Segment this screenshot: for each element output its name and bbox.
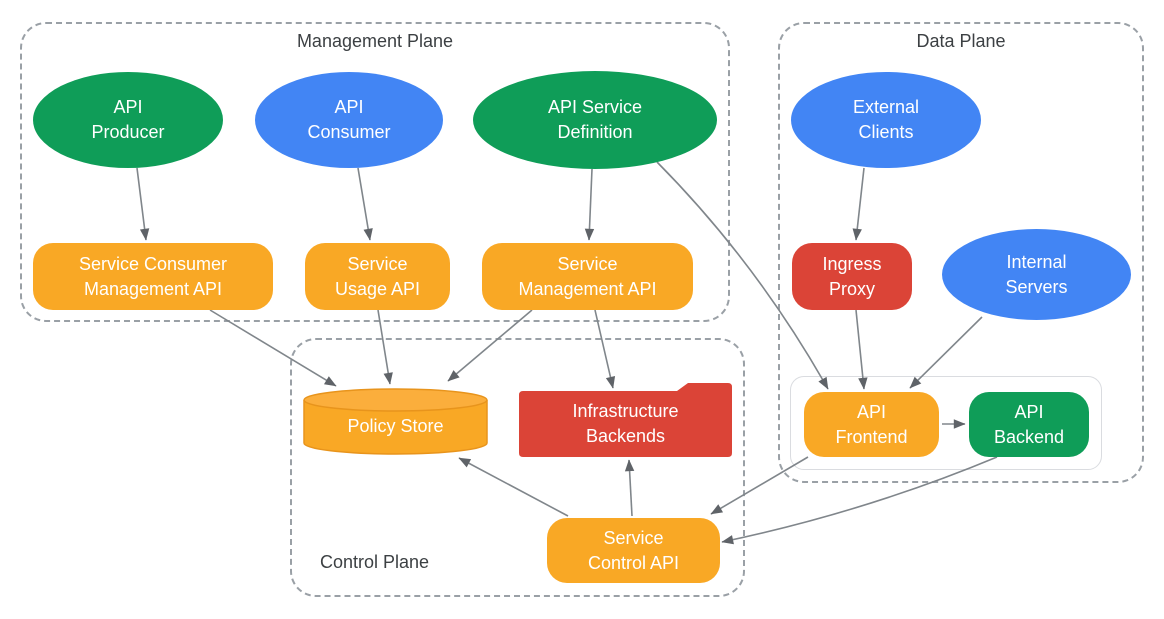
policy-store-label: Policy Store bbox=[347, 415, 444, 436]
scma-label-line1: Service Consumer bbox=[78, 253, 228, 274]
infrastructure-backends-node: Infrastructure Backends bbox=[519, 383, 732, 457]
service-management-api-label-line1: Service bbox=[557, 253, 618, 274]
service-usage-api-label-line1: Service bbox=[347, 253, 408, 274]
service-management-api-label-line2: Management API bbox=[518, 278, 657, 299]
external-clients-node: External Clients bbox=[791, 72, 981, 168]
service-usage-api-node: Service Usage API bbox=[305, 243, 450, 310]
scma-label-line2: Management API bbox=[83, 278, 223, 299]
api-frontend-node: API Frontend bbox=[804, 392, 939, 457]
internal-servers-label-line2: Servers bbox=[1005, 276, 1068, 297]
control-plane-title: Control Plane bbox=[320, 552, 430, 572]
infrastructure-backends-label-line1: Infrastructure bbox=[572, 400, 679, 421]
api-producer-label-line2: Producer bbox=[91, 122, 165, 142]
api-backend-label-line1: API bbox=[1014, 401, 1044, 422]
cylinder-shape bbox=[303, 388, 488, 455]
service-control-api-node: Service Control API bbox=[547, 518, 720, 583]
external-clients-label-line2: Clients bbox=[858, 122, 914, 142]
api-consumer-node: API Consumer bbox=[255, 72, 443, 168]
data-plane-title: Data Plane bbox=[916, 31, 1006, 51]
service-control-api-label-line2: Control API bbox=[587, 552, 680, 573]
infrastructure-backends-label-line2: Backends bbox=[585, 425, 666, 446]
api-consumer-label-line1: API bbox=[334, 97, 364, 117]
api-service-definition-label-line2: Definition bbox=[557, 122, 633, 142]
service-consumer-management-api-node: Service Consumer Management API bbox=[33, 243, 273, 310]
ingress-proxy-label-line2: Proxy bbox=[828, 278, 875, 299]
ingress-proxy-node: Ingress Proxy bbox=[792, 243, 912, 310]
service-management-api-node: Service Management API bbox=[482, 243, 693, 310]
internal-servers-node: Internal Servers bbox=[942, 229, 1131, 320]
api-frontend-label-line1: API bbox=[856, 401, 886, 422]
api-consumer-label-line2: Consumer bbox=[307, 122, 391, 142]
api-service-definition-label-line1: API Service bbox=[547, 97, 643, 117]
external-clients-label-line1: External bbox=[852, 97, 920, 117]
policy-store-node: Policy Store bbox=[303, 388, 488, 455]
api-producer-label-line1: API bbox=[113, 97, 143, 117]
service-control-api-label-line1: Service bbox=[603, 527, 664, 548]
api-backend-label-line2: Backend bbox=[993, 426, 1065, 447]
service-usage-api-label-line2: Usage API bbox=[334, 278, 421, 299]
management-plane-title: Management Plane bbox=[296, 31, 454, 51]
api-producer-node: API Producer bbox=[33, 72, 223, 168]
ingress-proxy-label-line1: Ingress bbox=[822, 253, 882, 274]
api-frontend-label-line2: Frontend bbox=[835, 426, 908, 447]
api-service-definition-node: API Service Definition bbox=[473, 71, 717, 169]
internal-servers-label-line1: Internal bbox=[1006, 251, 1067, 272]
api-backend-node: API Backend bbox=[969, 392, 1089, 457]
folder-shape bbox=[519, 383, 732, 457]
